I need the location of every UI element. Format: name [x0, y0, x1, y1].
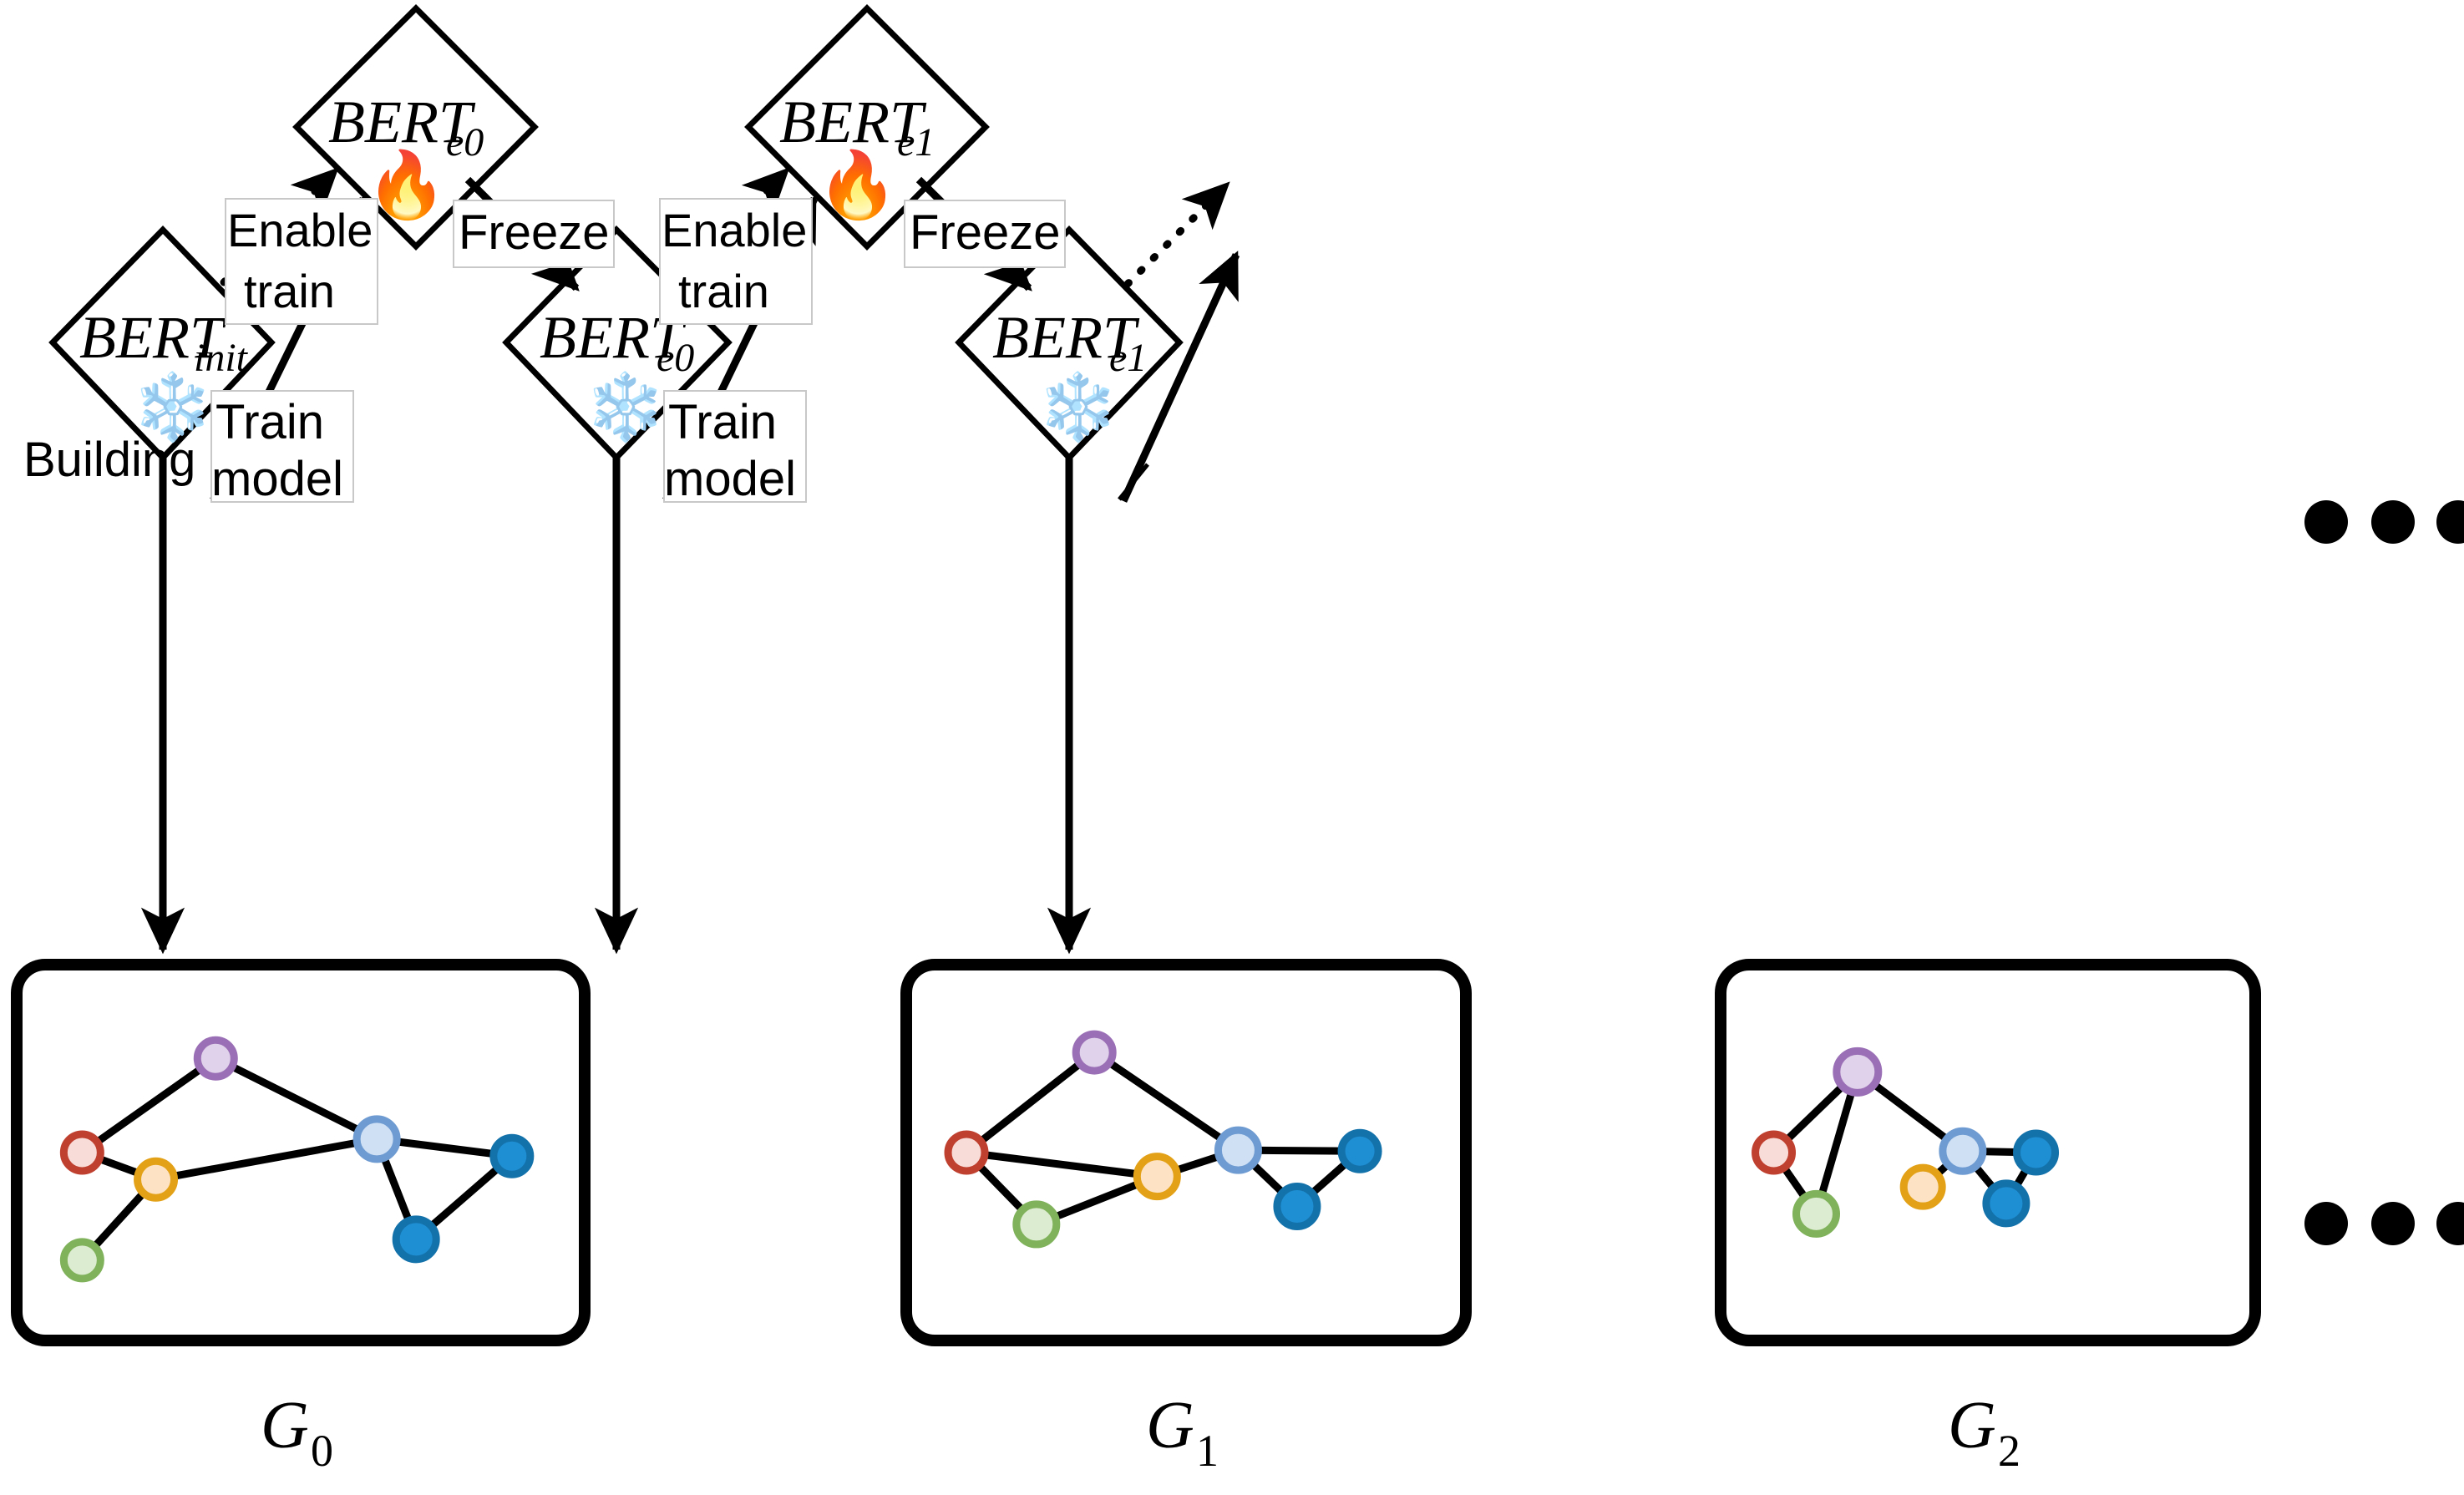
- ellipsis-layer: [2304, 500, 2464, 1245]
- ellipsis-top-right-dot: [2371, 500, 2415, 544]
- graph-node-blue1[interactable]: [2013, 1129, 2060, 1176]
- graph-node-blue2[interactable]: [1982, 1179, 2031, 1228]
- graph-edge: [962, 1048, 1098, 1157]
- graph-node-purple[interactable]: [193, 1036, 238, 1081]
- graph-node-lightblue[interactable]: [352, 1115, 401, 1163]
- train-model-1-line1: Train: [215, 395, 324, 449]
- graph-caption-subscript: 0: [311, 1426, 333, 1476]
- arrow-train-model-3: [1119, 251, 1240, 503]
- graph-edge: [152, 1135, 381, 1183]
- train-model-2-line1: Train: [668, 395, 777, 449]
- graph-caption-base: G: [1948, 1389, 1996, 1462]
- graph-edge: [211, 1054, 381, 1143]
- bert-e1-mid-base: BERT: [992, 304, 1140, 371]
- ellipsis-bottom-right-dot: [2436, 1202, 2464, 1245]
- bert-e0-top-base: BERT: [328, 89, 476, 155]
- graph-node-orange[interactable]: [1899, 1163, 1946, 1210]
- graph-node-green[interactable]: [59, 1238, 104, 1283]
- graph-node-blue2[interactable]: [1273, 1182, 1321, 1230]
- graph-node-orange[interactable]: [1133, 1153, 1181, 1201]
- bert-e1-top-base: BERT: [779, 89, 927, 155]
- graph-caption-subscript: 1: [1196, 1426, 1219, 1476]
- train-model-2-line2: model: [664, 452, 796, 506]
- graph-node-green[interactable]: [1012, 1200, 1061, 1249]
- bert-init-subscript: init: [194, 336, 249, 380]
- graph-node-lightblue[interactable]: [1214, 1126, 1262, 1174]
- bert-e1-top-subscript: e1: [897, 120, 935, 165]
- enable-train-2-line1: Enable: [662, 204, 807, 256]
- ellipsis-top-right-dot: [2304, 500, 2348, 544]
- flame-icon: 🔥: [366, 148, 448, 221]
- graph-caption-base: G: [261, 1389, 309, 1462]
- bert-init-base: BERT: [79, 304, 227, 371]
- graph-edge: [78, 1054, 220, 1157]
- ellipsis-bottom-right-dot: [2371, 1202, 2415, 1245]
- graph-caption-subscript: 2: [1998, 1426, 2020, 1476]
- graph-node-blue1[interactable]: [1337, 1128, 1382, 1173]
- label-enable-train-1: Enable train: [225, 198, 378, 325]
- graph-node-orange[interactable]: [134, 1157, 179, 1202]
- graph-box: [900, 959, 1472, 1346]
- label-freeze-2: Freeze: [904, 200, 1066, 268]
- bert-e0-top-subscript: e0: [446, 120, 484, 165]
- graph-edge: [1813, 1067, 1862, 1218]
- freeze-2-text: Freeze: [910, 205, 1061, 260]
- enable-train-2-line2: train: [678, 265, 769, 317]
- enable-train-1-line2: train: [244, 265, 335, 317]
- node-bert-e1-trainable[interactable]: BERT e1: [744, 4, 990, 251]
- graph-node-green[interactable]: [1792, 1189, 1840, 1238]
- arrow-enable-train-3: [1123, 181, 1230, 288]
- snowflake-icon: ❄️: [132, 370, 214, 443]
- graph-node-purple[interactable]: [1833, 1046, 1883, 1097]
- graph-node-red[interactable]: [59, 1130, 104, 1175]
- ellipsis-bottom-right-dot: [2304, 1202, 2348, 1245]
- label-freeze-1: Freeze: [453, 200, 615, 268]
- label-train-model-1: Train model: [210, 390, 354, 506]
- bert-e0-mid-subscript: e0: [657, 336, 694, 380]
- enable-train-1-line1: Enable: [227, 204, 373, 256]
- flame-icon: 🔥: [817, 148, 899, 221]
- graph-edge: [962, 1148, 1161, 1181]
- graph-node-red[interactable]: [944, 1130, 989, 1175]
- snowflake-icon: ❄️: [585, 370, 667, 443]
- train-model-1-line2: model: [211, 452, 343, 506]
- ellipsis-top-right-dot: [2436, 500, 2464, 544]
- graph-node-purple[interactable]: [1072, 1030, 1117, 1075]
- label-building: Building: [23, 433, 195, 487]
- graph-node-red[interactable]: [1752, 1130, 1797, 1175]
- bert-e1-mid-subscript: e1: [1109, 336, 1147, 380]
- connector-train-model-3: [1118, 463, 1149, 501]
- freeze-1-text: Freeze: [459, 205, 610, 260]
- graph-node-blue2[interactable]: [392, 1215, 440, 1264]
- graph-caption-base: G: [1146, 1389, 1194, 1462]
- graph-node-lightblue[interactable]: [1939, 1127, 1987, 1175]
- snowflake-icon: ❄️: [1037, 370, 1119, 443]
- graph-node-blue1[interactable]: [489, 1133, 535, 1178]
- label-train-model-2: Train model: [663, 390, 807, 506]
- label-enable-train-2: Enable train: [659, 198, 813, 325]
- graph-edge: [1090, 1048, 1242, 1154]
